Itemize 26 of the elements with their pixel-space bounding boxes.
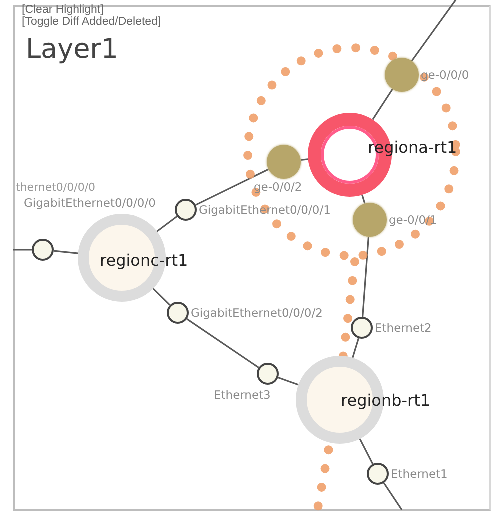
link-line (372, 88, 394, 120)
router-name: regionc-rt1 (100, 251, 188, 270)
interface-name: Ethernet1 (391, 467, 448, 481)
control-link: [Clear Highlight] (22, 4, 105, 16)
router-name: regionb-rt1 (341, 391, 431, 410)
control-link: [Toggle Diff Added/Deleted] (22, 16, 162, 28)
link-line (13, 249, 32, 251)
link-line (383, 482, 403, 510)
link-line (352, 338, 360, 358)
link-line (362, 194, 366, 204)
link-line (186, 318, 260, 368)
interface-name: GigabitEthernet0/0/0/0 (24, 196, 156, 210)
link-line (156, 216, 178, 232)
link-line (300, 158, 308, 161)
link-line (54, 250, 78, 254)
layer-title: Layer1 (26, 34, 118, 65)
interface-name: Ethernet3 (214, 388, 271, 402)
link-line (359, 438, 374, 465)
link-line (411, 0, 457, 62)
interface-name: ge-0/0/2 (254, 180, 302, 194)
interface-name: thernet0/0/0/0 (16, 181, 96, 194)
interface-name: GigabitEthernet0/0/0/2 (191, 306, 323, 320)
link-line (196, 168, 270, 206)
link-line (278, 376, 299, 386)
link-line (152, 288, 171, 306)
interface-name: Ethernet2 (375, 321, 432, 335)
